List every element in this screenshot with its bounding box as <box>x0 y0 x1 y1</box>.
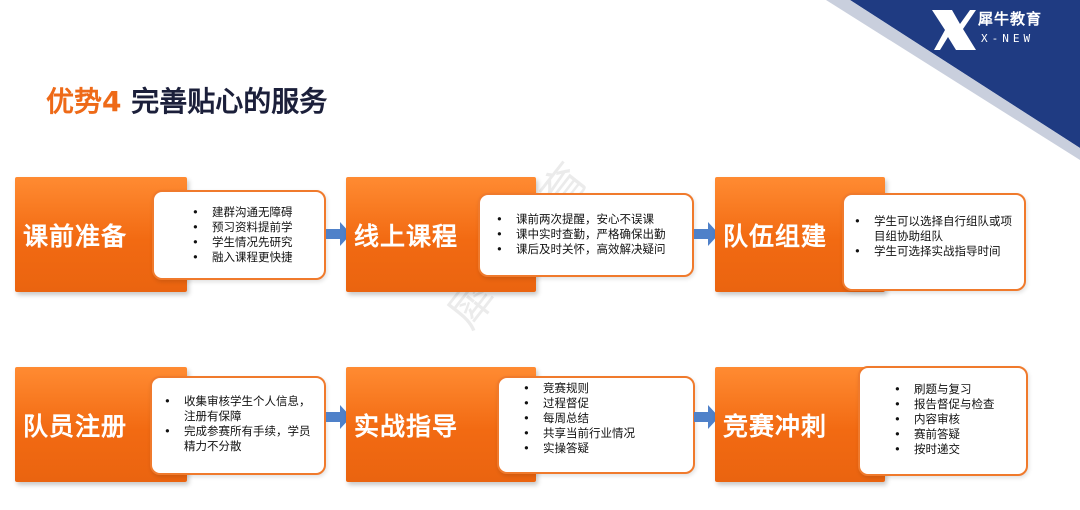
list-item: 按时递交 <box>894 442 1026 457</box>
list-item: 学生情况先研究 <box>192 235 324 250</box>
step-detail-4: 收集审核学生个人信息，注册有保障 完成参赛所有手续，学员精力不分散 <box>150 376 326 475</box>
list-item: 课前两次提醒，安心不误课 <box>496 212 692 227</box>
list-item: 共享当前行业情况 <box>523 426 693 441</box>
brand-sub: X-NEW <box>981 32 1035 45</box>
arrow-right-icon <box>694 405 719 429</box>
step-label: 竞赛冲刺 <box>723 411 828 441</box>
list-item: 过程督促 <box>523 396 693 411</box>
list-item: 学生可选择实战指导时间 <box>854 244 1024 259</box>
arrow-right-icon <box>326 222 351 246</box>
list-item: 内容审核 <box>894 412 1026 427</box>
list-item: 竞赛规则 <box>523 381 693 396</box>
step-label: 队伍组建 <box>723 221 828 251</box>
list-item: 课中实时查勤，严格确保出勤 <box>496 227 692 242</box>
list-item: 学生可以选择自行组队或项目组协助组队 <box>854 214 1019 244</box>
list-item: 报告督促与检查 <box>894 397 1026 412</box>
brand-logo-icon <box>932 10 976 50</box>
step-detail-3: 学生可以选择自行组队或项目组协助组队 学生可选择实战指导时间 <box>842 193 1026 291</box>
list-item: 实操答疑 <box>523 441 693 456</box>
list-item: 建群沟通无障碍 <box>192 205 324 220</box>
list-item: 收集审核学生个人信息，注册有保障 <box>164 394 319 424</box>
step-detail-5: 竞赛规则 过程督促 每周总结 共享当前行业情况 实操答疑 <box>497 376 695 474</box>
list-item: 每周总结 <box>523 411 693 426</box>
list-item: 课后及时关怀，高效解决疑问 <box>496 242 692 257</box>
step-label: 课前准备 <box>23 221 128 251</box>
list-item: 完成参赛所有手续，学员精力不分散 <box>164 424 319 454</box>
page-title: 优势4 完善贴心的服务 <box>46 80 327 120</box>
step-card-6: 竞赛冲刺 <box>715 367 885 482</box>
step-label: 实战指导 <box>354 411 459 441</box>
list-item: 赛前答疑 <box>894 427 1026 442</box>
step-label: 队员注册 <box>23 411 128 441</box>
list-item: 融入课程更快捷 <box>192 250 324 265</box>
title-accent: 优势4 <box>46 85 122 118</box>
step-detail-6: 刷题与复习 报告督促与检查 内容审核 赛前答疑 按时递交 <box>858 366 1028 476</box>
list-item: 刷题与复习 <box>894 382 1026 397</box>
step-detail-2: 课前两次提醒，安心不误课 课中实时查勤，严格确保出勤 课后及时关怀，高效解决疑问 <box>478 193 694 277</box>
step-detail-1: 建群沟通无障碍 预习资料提前学 学生情况先研究 融入课程更快捷 <box>152 190 326 280</box>
brand-name: 犀牛教育 <box>978 10 1043 28</box>
arrow-right-icon <box>694 222 719 246</box>
list-item: 预习资料提前学 <box>192 220 324 235</box>
arrow-right-icon <box>326 405 351 429</box>
step-label: 线上课程 <box>354 221 459 251</box>
title-main: 完善贴心的服务 <box>131 85 328 118</box>
